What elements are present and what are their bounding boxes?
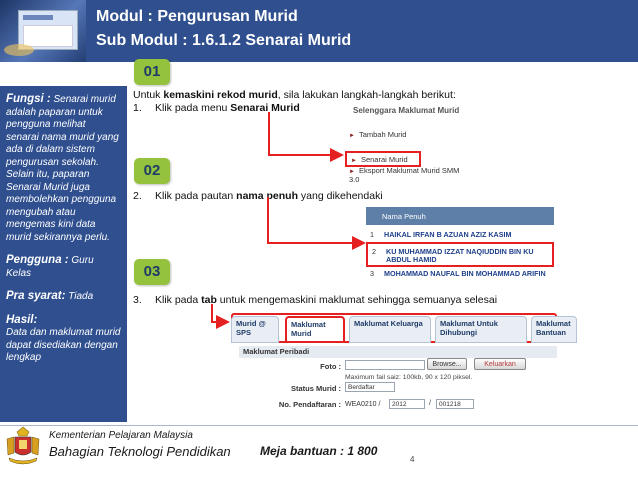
browse-button[interactable]: Browse... bbox=[427, 358, 467, 370]
tab-maklumat-untuk-dihubungi[interactable]: Maklumat Untuk Dihubungi bbox=[435, 316, 527, 343]
header-thumbnail-image bbox=[0, 0, 86, 62]
pengguna-text: Guru Kelas bbox=[6, 255, 94, 279]
no-pendaftaran-separator: / bbox=[429, 400, 431, 407]
footer-helpdesk: Meja bantuan : 1 800 bbox=[260, 444, 378, 458]
form-screenshot: Murid @ SPS Maklumat Murid Maklumat Kelu… bbox=[231, 313, 577, 423]
info-panel: Fungsi : Senarai murid adalah paparan un… bbox=[0, 86, 127, 422]
no-pendaftaran-prefix: WEA0210 / bbox=[345, 401, 381, 408]
header-bar: Modul : Pengurusan Murid Sub Modul : 1.6… bbox=[0, 0, 638, 62]
section-title: Maklumat Peribadi bbox=[239, 346, 557, 358]
fungsi-label: Fungsi : bbox=[6, 93, 51, 105]
prasyarat-label: Pra syarat: bbox=[6, 290, 66, 302]
status-murid-select[interactable]: Berdaftar bbox=[345, 382, 395, 392]
module-title: Modul : Pengurusan Murid bbox=[96, 8, 298, 25]
foto-label: Foto : bbox=[320, 362, 341, 371]
hasil-text: Data dan maklumat murid dapat disediakan… bbox=[6, 327, 121, 363]
step-badge-02: 02 bbox=[134, 158, 170, 184]
menu-item-eksport[interactable]: ►Eksport Maklumat Murid SMM 3.0 bbox=[349, 166, 460, 184]
no-pendaftaran-label: No. Pendaftaran : bbox=[278, 400, 341, 409]
step2-instruction: 2.Klik pada pautan nama penuh yang dikeh… bbox=[133, 190, 383, 202]
footer-bahagian: Bahagian Teknologi Pendidikan bbox=[49, 444, 231, 459]
menu-arrow-icon: ► bbox=[349, 133, 355, 139]
menu-heading: Selenggara Maklumat Murid bbox=[353, 106, 460, 115]
status-murid-label: Status Murid : bbox=[291, 384, 341, 393]
file-size-hint: Maximum fail saiz: 100kb, 90 x 120 pikse… bbox=[345, 374, 473, 381]
hasil-label: Hasil: bbox=[6, 313, 38, 326]
no-pendaftaran-year-input[interactable]: 2012 bbox=[389, 399, 425, 409]
arrow-step1 bbox=[268, 112, 344, 162]
page-number: 4 bbox=[410, 455, 415, 464]
table-header-nama-penuh: Nama Penuh bbox=[366, 207, 554, 225]
menu-arrow-icon: ► bbox=[351, 158, 357, 164]
step1-instruction: 1.Klik pada menu Senarai Murid bbox=[133, 102, 300, 114]
menu-screenshot: Selenggara Maklumat Murid ►Tambah Murid … bbox=[345, 105, 463, 187]
pengguna-section: Pengguna : Guru Kelas bbox=[6, 253, 121, 280]
footer-kementerian: Kementerian Pelajaran Malaysia bbox=[49, 430, 193, 441]
step3-instruction: 3.Klik pada tab untuk mengemaskini maklu… bbox=[133, 294, 498, 306]
tab-maklumat-keluarga[interactable]: Maklumat Keluarga bbox=[349, 316, 431, 343]
malaysia-crest-icon bbox=[6, 426, 40, 465]
intro-instruction: Untuk kemaskini rekod murid, sila lakuka… bbox=[133, 89, 456, 101]
prasyarat-text: Tiada bbox=[68, 291, 94, 302]
footer-divider bbox=[0, 425, 638, 426]
step-badge-01: 01 bbox=[134, 59, 170, 85]
tab-maklumat-bantuan[interactable]: Maklumat Bantuan bbox=[531, 316, 577, 343]
foto-file-input[interactable] bbox=[345, 360, 425, 370]
no-pendaftaran-serial-input[interactable]: 001218 bbox=[436, 399, 474, 409]
fungsi-section: Fungsi : Senarai murid adalah paparan un… bbox=[6, 92, 121, 244]
menu-item-tambah-murid[interactable]: ►Tambah Murid bbox=[349, 130, 407, 139]
prasyarat-section: Pra syarat: Tiada bbox=[6, 289, 121, 304]
student-name-link[interactable]: MOHAMMAD NAUFAL BIN MOHAMMAD ARIFIN bbox=[384, 269, 546, 278]
arrow-step2 bbox=[267, 197, 366, 250]
submodule-title: Sub Modul : 1.6.1.2 Senarai Murid bbox=[96, 32, 352, 49]
student-name-link[interactable]: KU MUHAMMAD IZZAT NAQIUDDIN BIN KU ABDUL… bbox=[386, 247, 534, 265]
menu-item-senarai-murid[interactable]: ►Senarai Murid bbox=[345, 151, 421, 167]
tab-murid-sps[interactable]: Murid @ SPS bbox=[231, 316, 279, 343]
keluarkan-button[interactable]: Keluarkan bbox=[474, 358, 526, 370]
student-name-link[interactable]: HAIKAL IRFAN B AZUAN AZIZ KASIM bbox=[384, 230, 512, 239]
step-badge-03: 03 bbox=[134, 259, 170, 285]
fungsi-text: Senarai murid adalah paparan untuk pengg… bbox=[6, 94, 119, 243]
menu-arrow-icon: ► bbox=[349, 169, 355, 175]
pengguna-label: Pengguna : bbox=[6, 254, 69, 266]
arrow-step3 bbox=[211, 304, 230, 329]
tab-maklumat-murid[interactable]: Maklumat Murid bbox=[285, 316, 345, 343]
hasil-section: Hasil: Data dan maklumat murid dapat dis… bbox=[6, 313, 121, 365]
